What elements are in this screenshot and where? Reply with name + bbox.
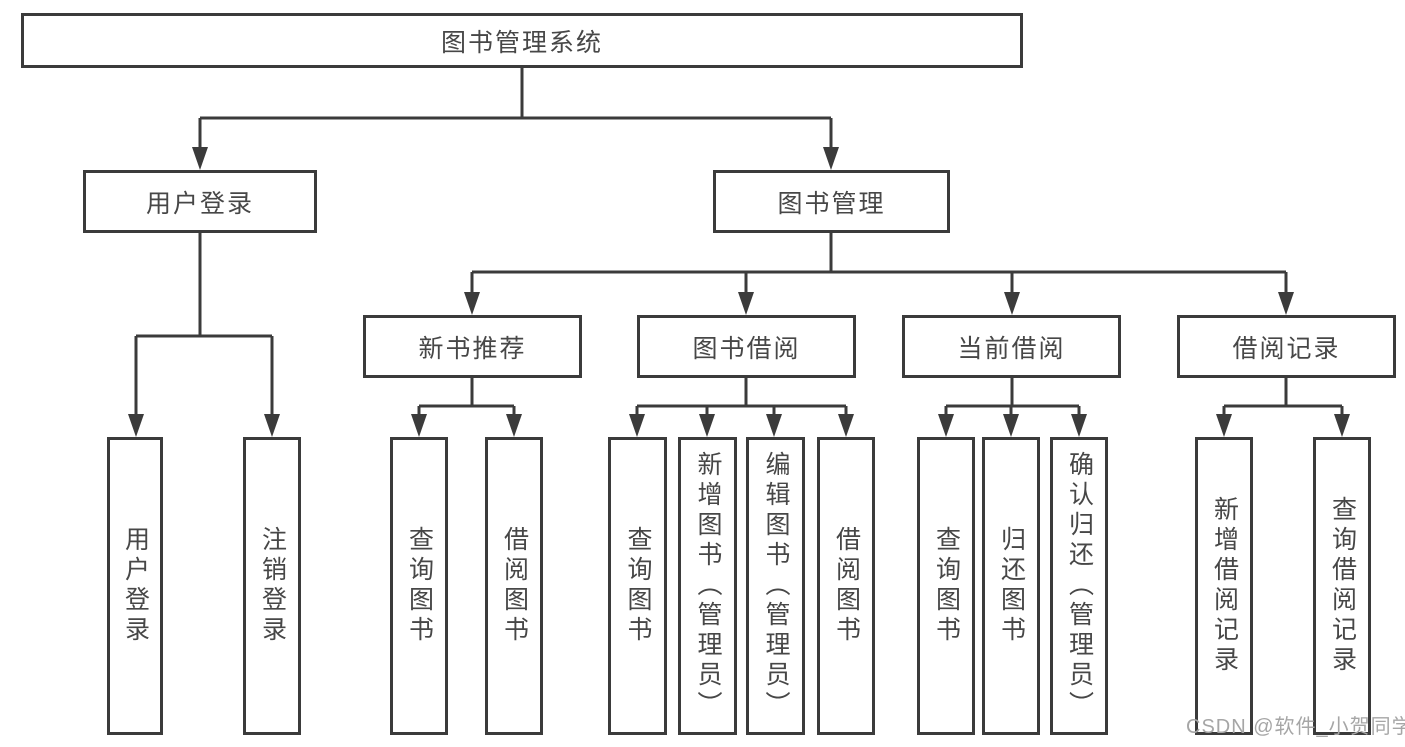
leaf-user-login: 用户登录 (107, 437, 163, 735)
leaf-logout: 注销登录 (243, 437, 301, 735)
leaf-query-books-borrowing-label: 查询图书 (624, 526, 652, 646)
leaf-query-books-recommend-label: 查询图书 (405, 526, 434, 646)
node-new-book-recommend-label: 新书推荐 (418, 334, 527, 363)
leaf-edit-books-admin: 编辑图书（管理员） (746, 437, 805, 735)
node-new-book-recommend: 新书推荐 (363, 315, 582, 378)
node-library-system-label: 图书管理系统 (440, 28, 603, 57)
leaf-query-borrow-record-label: 查询借阅记录 (1328, 496, 1357, 676)
leaf-query-books-current-label: 查询图书 (932, 526, 961, 646)
node-book-borrowing: 图书借阅 (637, 315, 856, 378)
leaf-query-borrow-record: 查询借阅记录 (1313, 437, 1371, 735)
leaf-return-books-label: 归还图书 (997, 526, 1026, 646)
leaf-logout-label: 注销登录 (258, 526, 287, 646)
node-book-borrowing-label: 图书借阅 (692, 334, 801, 363)
leaf-confirm-return-admin-label: 确认归还（管理员） (1065, 451, 1094, 721)
leaf-query-books-borrowing: 查询图书 (608, 437, 667, 735)
leaf-edit-books-admin-label: 编辑图书（管理员） (762, 451, 790, 721)
leaf-borrow-books: 借阅图书 (817, 437, 875, 735)
node-user-login: 用户登录 (83, 170, 317, 233)
leaf-return-books: 归还图书 (982, 437, 1040, 735)
node-user-login-label: 用户登录 (145, 189, 254, 218)
csdn-watermark: CSDN @软件_小贺同学 (1186, 716, 1405, 738)
node-current-borrowing: 当前借阅 (902, 315, 1121, 378)
node-library-system: 图书管理系统 (21, 13, 1023, 68)
leaf-confirm-return-admin: 确认归还（管理员） (1050, 437, 1108, 735)
leaf-query-books-current: 查询图书 (917, 437, 975, 735)
leaf-query-books-recommend: 查询图书 (390, 437, 448, 735)
leaf-borrow-books-recommend: 借阅图书 (485, 437, 543, 735)
leaf-add-borrow-record: 新增借阅记录 (1195, 437, 1253, 735)
leaf-add-borrow-record-label: 新增借阅记录 (1210, 496, 1239, 676)
arrowheads (128, 147, 1350, 437)
leaf-add-books-admin: 新增图书（管理员） (678, 437, 737, 735)
leaf-borrow-books-label: 借阅图书 (832, 526, 861, 646)
node-book-management: 图书管理 (713, 170, 950, 233)
node-book-management-label: 图书管理 (777, 189, 886, 218)
leaf-borrow-books-recommend-label: 借阅图书 (500, 526, 529, 646)
leaf-user-login-label: 用户登录 (121, 526, 150, 646)
node-current-borrowing-label: 当前借阅 (957, 334, 1066, 363)
node-borrowing-records-label: 借阅记录 (1232, 334, 1341, 363)
node-borrowing-records: 借阅记录 (1177, 315, 1396, 378)
leaf-add-books-admin-label: 新增图书（管理员） (694, 451, 722, 721)
